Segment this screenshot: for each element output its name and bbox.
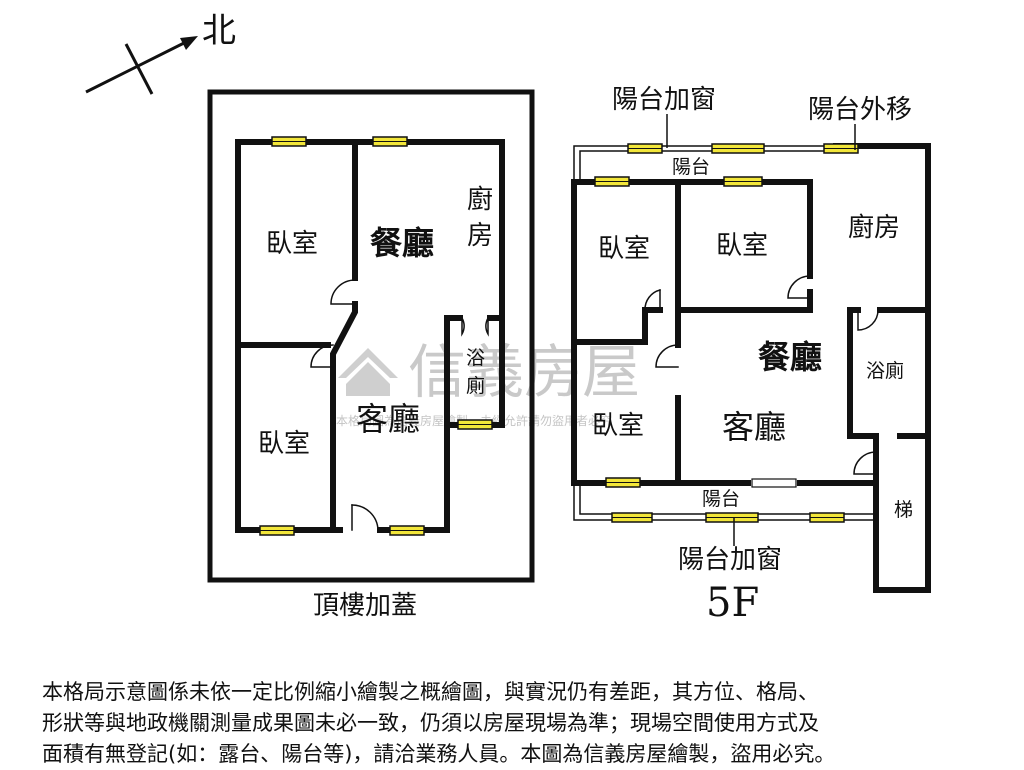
floor5-living-label: 客廳	[722, 408, 786, 446]
floor5-bath-label: 浴廁	[866, 359, 904, 382]
floor5-stairs-label: 梯	[894, 499, 913, 521]
watermark-brand: 信義房屋	[408, 338, 640, 406]
floor5-balcony-bottom-label: 陽台	[702, 488, 740, 510]
floor5-dining-label: 餐廳	[758, 338, 822, 376]
rooftop-labels: 臥室 餐廳 廚 房 浴 廁 臥室 客廳 頂樓加蓋	[258, 185, 493, 621]
floor5-doors	[644, 275, 879, 488]
floor5-labels: 陽台加窗 陽台外移 陽台 臥室 臥室 廚房 餐廳 浴廁 臥室 客廳 陽台 梯 陽…	[592, 85, 913, 626]
floor5-bedroom-left-bottom-label: 臥室	[592, 411, 644, 441]
floor5-windows	[594, 143, 859, 523]
disclaimer-line-3: 面積有無登記(如：露台、陽台等)，請洽業務人員。本圖為信義房屋繪製，盜用必究。	[42, 742, 836, 766]
floor5-balcony-moved-out-annotation: 陽台外移	[808, 95, 912, 125]
floor5-bedroom-mid-top-label: 臥室	[716, 231, 768, 261]
disclaimer-line-2: 形狀等與地政機關測量成果圖未必一致，仍須以房屋現場為準；現場空間使用方式及	[42, 711, 819, 735]
rooftop-plan	[207, 89, 535, 583]
rooftop-bath-label-1: 浴	[466, 347, 485, 369]
rooftop-bath-label-2: 廁	[466, 374, 485, 397]
floor5-plan	[571, 143, 931, 593]
rooftop-windows	[259, 136, 493, 536]
disclaimer: 本格局示意圖係未依一定比例縮小繪製之概繪圖，與實況仍有差距，其方位、格局、 形狀…	[42, 677, 1002, 770]
compass: 北	[85, 11, 236, 95]
rooftop-kitchen-label-1: 廚	[467, 185, 493, 215]
rooftop-bedroom-top-label: 臥室	[266, 229, 318, 259]
floor5-leader-lines	[666, 114, 856, 546]
floor5-balcony-window-top-annotation: 陽台加窗	[612, 85, 716, 115]
floor5-caption: 5F	[706, 580, 759, 626]
rooftop-outer-boundary	[207, 89, 535, 583]
rooftop-bedroom-bottom-label: 臥室	[258, 429, 310, 459]
floor5-bedroom-left-top-label: 臥室	[598, 234, 650, 264]
disclaimer-line-1: 本格局示意圖係未依一定比例縮小繪製之概繪圖，與實況仍有差距，其方位、格局、	[42, 680, 819, 704]
floor5-balcony-window-bottom-annotation: 陽台加窗	[678, 545, 782, 575]
rooftop-walls	[235, 139, 505, 533]
north-label: 北	[202, 11, 236, 51]
rooftop-kitchen-label-2: 房	[467, 221, 493, 251]
floor5-balcony-bottom-outline	[573, 482, 877, 521]
brand-logo-icon	[338, 348, 398, 378]
rooftop-caption: 頂樓加蓋	[313, 591, 417, 621]
floor5-kitchen-label: 廚房	[848, 213, 900, 243]
rooftop-living-label: 客廳	[356, 400, 420, 438]
rooftop-dining-label: 餐廳	[370, 224, 434, 262]
rooftop-doors	[310, 279, 490, 531]
floor5-balcony-top-label: 陽台	[672, 156, 710, 178]
floor5-walls	[571, 143, 931, 593]
